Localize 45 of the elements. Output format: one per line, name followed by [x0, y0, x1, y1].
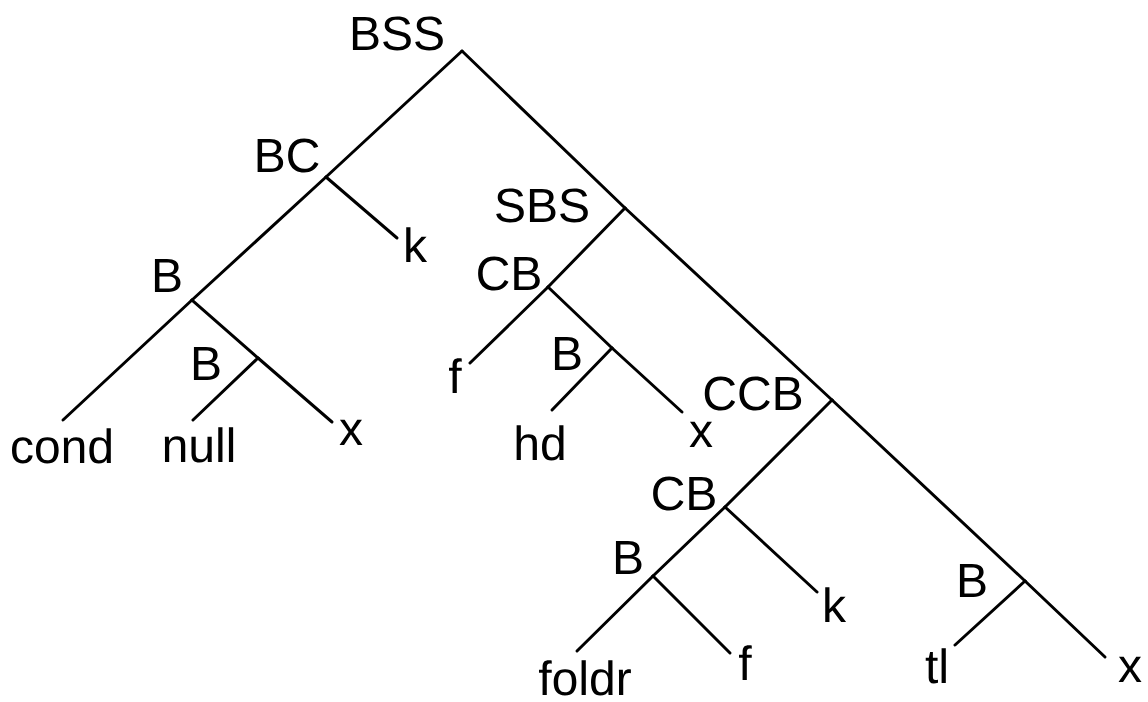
tree-branch: [61, 298, 194, 422]
combinator-label: BSS: [352, 16, 443, 51]
tree-branch: [190, 298, 260, 360]
tree-branch: [830, 398, 1027, 583]
combinator-label: B: [554, 337, 581, 370]
leaf-label: x: [1118, 656, 1142, 682]
tree-branch: [190, 175, 328, 302]
tree-branch: [610, 346, 684, 414]
leaf-label: k: [406, 227, 428, 262]
combinator-label: CB: [478, 256, 540, 291]
leaf-label: f: [449, 358, 462, 393]
combinator-label: BC: [257, 138, 319, 173]
leaf-label: tl: [925, 648, 946, 684]
combinator-label: B: [959, 564, 986, 597]
tree-branch: [723, 505, 819, 594]
tree-branch: [468, 285, 550, 365]
combinator-label: SBS: [496, 188, 588, 223]
combinator-label: CCB: [704, 376, 802, 411]
leaf-label: x: [339, 419, 363, 445]
tree-branch: [651, 574, 732, 655]
combinator-label: B: [615, 541, 642, 574]
tree-branch: [546, 206, 627, 289]
tree-branch: [651, 505, 727, 578]
leaf-label: foldr: [539, 660, 631, 696]
tree-branch: [623, 206, 834, 402]
tree-branch: [546, 285, 614, 350]
tree-branch: [1023, 579, 1107, 659]
leaf-label: cond: [12, 428, 111, 464]
combinator-label: B: [154, 259, 181, 292]
tree-branch: [953, 579, 1027, 647]
tree-branch: [324, 175, 399, 240]
combinator-label: B: [193, 347, 220, 380]
leaf-label: f: [739, 645, 752, 680]
leaf-label: hd: [516, 425, 564, 461]
leaf-label: x: [689, 421, 713, 447]
tree-branch: [723, 398, 834, 509]
tree-branch: [575, 574, 655, 653]
leaf-label: null: [164, 427, 234, 463]
tree-branch: [324, 49, 464, 179]
tree-branch: [191, 356, 260, 422]
combinator-label: CB: [653, 476, 715, 511]
leaf-label: k: [825, 587, 847, 622]
tree-branch: [256, 356, 334, 424]
tree-branch: [460, 49, 627, 210]
tree-branch: [550, 346, 614, 412]
